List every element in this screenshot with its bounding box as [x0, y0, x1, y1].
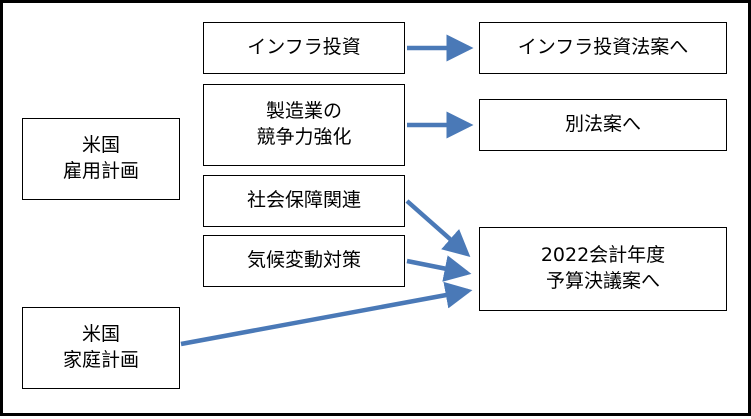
node-social-security: 社会保障関連 — [203, 175, 405, 227]
arrow-social-security-to-budget — [405, 199, 471, 257]
node-label: 別法案へ — [564, 113, 641, 136]
node-to-budget-resolution: 2022会計年度 予算決議案へ — [479, 227, 727, 311]
node-us-jobs-plan: 米国 雇用計画 — [22, 118, 180, 200]
node-to-separate-bill: 別法案へ — [479, 99, 727, 151]
node-to-infrastructure-bill: インフラ投資法案へ — [479, 22, 727, 74]
node-label: 気候変動対策 — [246, 249, 361, 272]
node-label: 米国 雇用計画 — [62, 134, 139, 182]
node-label: 2022会計年度 予算決議案へ — [540, 244, 666, 292]
node-label: 製造業の 競争力強化 — [256, 100, 352, 148]
node-label: インフラ投資法案へ — [517, 36, 689, 59]
node-label: 社会保障関連 — [246, 189, 361, 212]
node-infrastructure-investment: インフラ投資 — [203, 22, 405, 74]
node-climate-measures: 気候変動対策 — [203, 235, 405, 287]
node-label: 米国 家庭計画 — [62, 323, 139, 371]
node-us-families-plan: 米国 家庭計画 — [22, 307, 180, 389]
node-label: インフラ投資 — [247, 36, 361, 59]
arrow-families-plan-to-budget — [180, 281, 473, 347]
arrow-climate-to-budget — [406, 255, 472, 282]
node-manufacturing-competitiveness: 製造業の 競争力強化 — [203, 84, 405, 166]
